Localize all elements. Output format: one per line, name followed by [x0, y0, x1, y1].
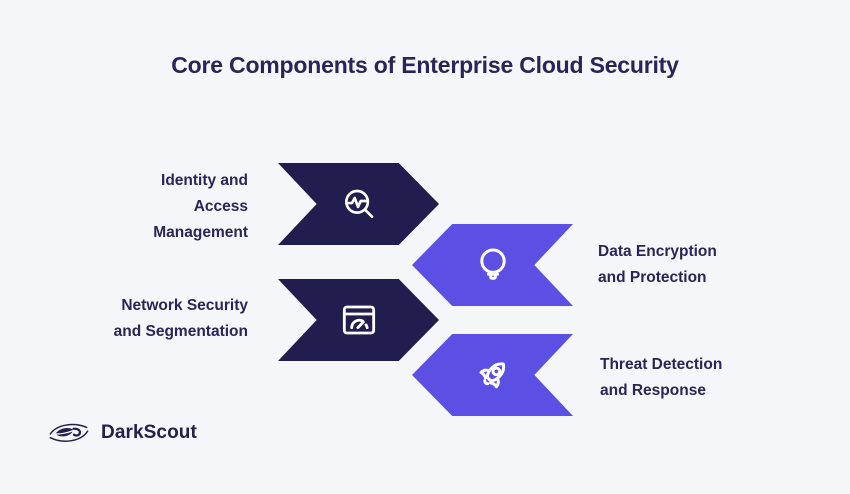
step-label-line: Network Security — [121, 297, 248, 314]
brand-name: DarkScout — [101, 422, 197, 443]
magnifier-activity-icon — [344, 189, 373, 219]
step-arrow-network-security — [278, 279, 439, 361]
lightbulb-icon — [479, 248, 506, 280]
page-title: Core Components of Enterprise Cloud Secu… — [171, 52, 679, 78]
step-label-line: and Response — [600, 382, 706, 399]
step-label-line: Identity and — [161, 172, 248, 189]
step-label-line: Threat Detection — [600, 356, 723, 373]
step-arrow-threat-detection — [412, 334, 573, 416]
step-label-line: and Segmentation — [113, 323, 248, 340]
step-label-line: and Protection — [598, 269, 707, 286]
step-label-network-security: Network Security and Segmentation — [40, 293, 248, 345]
step-label-line: Access — [193, 198, 248, 215]
rocket-icon — [479, 362, 505, 389]
step-arrow-identity-access — [278, 163, 439, 245]
darkscout-eye-icon — [49, 423, 89, 442]
gauge-window-icon — [342, 305, 375, 335]
step-label-line: Data Encryption — [598, 243, 717, 260]
step-label-threat-detection: Threat Detection and Response — [600, 352, 800, 404]
step-label-line: Management — [153, 224, 248, 241]
step-label-data-encryption: Data Encryption and Protection — [598, 239, 798, 291]
step-label-identity-access: Identity and Access Management — [40, 168, 248, 246]
step-arrow-data-encryption — [412, 224, 573, 306]
brand-logo: DarkScout — [47, 419, 197, 447]
